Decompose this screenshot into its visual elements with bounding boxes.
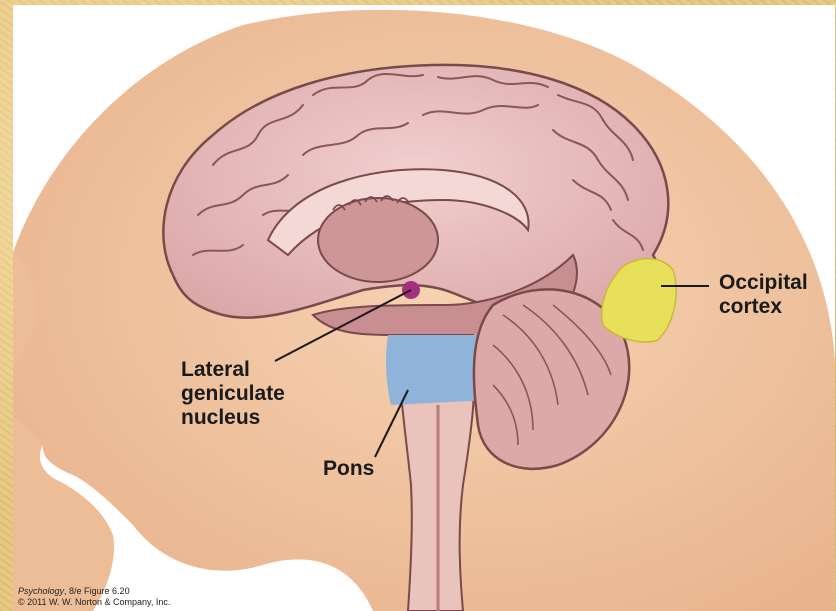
lateral-geniculate-nucleus-label: Lateral geniculate nucleus <box>181 358 285 430</box>
credit-copyright: © 2011 W. W. Norton & Company, Inc. <box>18 597 170 607</box>
lgn-label-line-3: nucleus <box>181 406 260 429</box>
brain-sagittal-illustration <box>13 5 835 611</box>
occipital-label-line-1: Occipital <box>719 271 808 294</box>
figure-credit: Psychology, 8/e Figure 6.20 © 2011 W. W.… <box>18 586 170 608</box>
lgn-label-line-1: Lateral <box>181 358 250 381</box>
credit-figure-number: , 8/e Figure 6.20 <box>64 586 130 596</box>
occipital-cortex-label: Occipital cortex <box>719 271 808 319</box>
occipital-label-line-2: cortex <box>719 295 782 318</box>
pons-label-text: Pons <box>323 457 374 480</box>
pons-label: Pons <box>323 457 374 481</box>
thalamus <box>318 198 438 282</box>
figure-panel: Occipital cortex Lateral geniculate nucl… <box>13 5 835 611</box>
credit-book-title: Psychology <box>18 586 64 596</box>
lgn-label-line-2: geniculate <box>181 382 285 405</box>
